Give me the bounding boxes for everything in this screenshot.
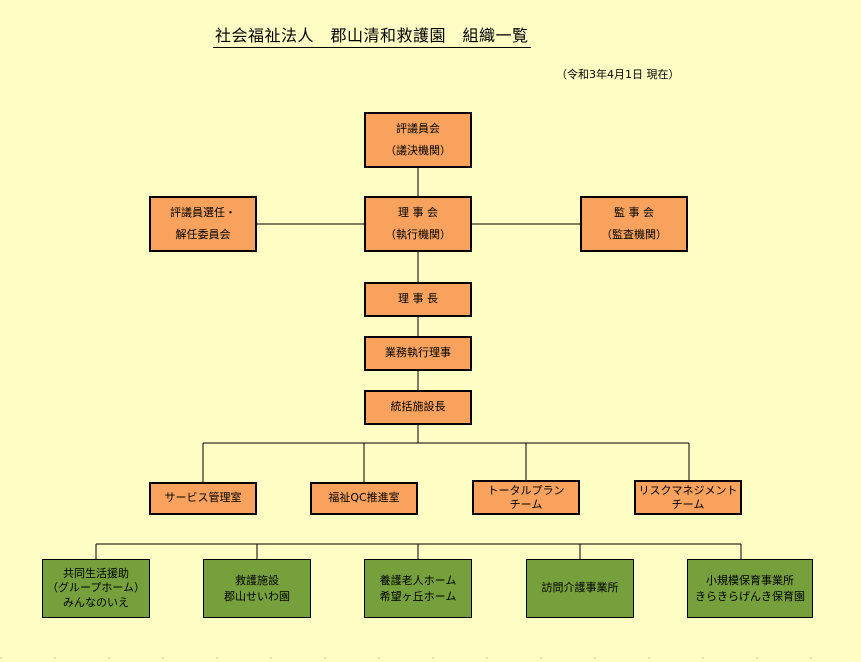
nursery-box: 小規模保育事業所 きらきらげんき保育園	[687, 559, 813, 618]
elderly-home-box: 養護老人ホーム 希望ヶ丘ホーム	[364, 559, 472, 618]
board-label: 理 事 会	[398, 205, 438, 219]
executive-director-label: 業務執行理事	[385, 346, 451, 360]
risk-team-line1: リスクマネジメント	[638, 483, 738, 497]
risk-team-line2: チーム	[671, 497, 705, 511]
executive-director-box: 業務執行理事	[364, 336, 472, 371]
risk-team-box: リスクマネジメント チーム	[634, 480, 742, 515]
total-plan-team-line1: トータルプラン	[487, 483, 565, 497]
home-care-label: 訪問介護事業所	[541, 581, 619, 595]
total-plan-team-box: トータルプラン チーム	[472, 480, 580, 515]
qc-office-label: 福祉QC推進室	[328, 491, 400, 505]
relief-facility-box: 救護施設 郡山せいわ園	[203, 559, 311, 618]
board-box: 理 事 会 （執行機関）	[364, 196, 472, 252]
service-management-box: サービス管理室	[149, 482, 257, 515]
relief-facility-line2: 郡山せいわ園	[224, 589, 290, 603]
elderly-home-line2: 希望ヶ丘ホーム	[379, 589, 457, 603]
chairman-box: 理 事 長	[364, 282, 472, 317]
group-home-line3: みんなのいえ	[63, 595, 129, 609]
nursery-line1: 小規模保育事業所	[706, 574, 794, 588]
date-note: （令和3年4月1日 現在）	[556, 68, 680, 81]
elderly-home-line1: 養護老人ホーム	[379, 574, 457, 588]
chairman-label: 理 事 長	[398, 292, 438, 306]
selection-committee-line2: 解任委員会	[175, 227, 231, 241]
general-director-box: 統括施設長	[364, 390, 472, 425]
total-plan-team-line2: チーム	[509, 497, 543, 511]
council-role: （議決機関）	[385, 143, 451, 157]
home-care-box: 訪問介護事業所	[526, 559, 634, 618]
auditors-role: （監査機関）	[601, 227, 667, 241]
bottom-dotted-border	[0, 657, 861, 659]
auditors-box: 監 事 会 （監査機関）	[580, 196, 688, 252]
group-home-line2: （グループホーム）	[46, 581, 145, 595]
auditors-label: 監 事 会	[614, 205, 654, 219]
nursery-line2: きらきらげんき保育園	[695, 589, 805, 603]
selection-committee-line1: 評議員選任・	[170, 205, 236, 219]
council-box: 評議員会 （議決機関）	[364, 112, 472, 168]
group-home-line1: 共同生活援助	[63, 567, 129, 581]
service-management-label: サービス管理室	[164, 491, 242, 505]
selection-committee-box: 評議員選任・ 解任委員会	[149, 196, 257, 252]
group-home-box: 共同生活援助 （グループホーム） みんなのいえ	[42, 559, 150, 618]
qc-office-box: 福祉QC推進室	[310, 482, 418, 515]
board-role: （執行機関）	[385, 227, 451, 241]
page-title: 社会福祉法人 郡山清和救護園 組織一覧	[213, 22, 531, 48]
relief-facility-line1: 救護施設	[235, 574, 279, 588]
general-director-label: 統括施設長	[390, 400, 446, 414]
council-label: 評議員会	[396, 121, 440, 135]
